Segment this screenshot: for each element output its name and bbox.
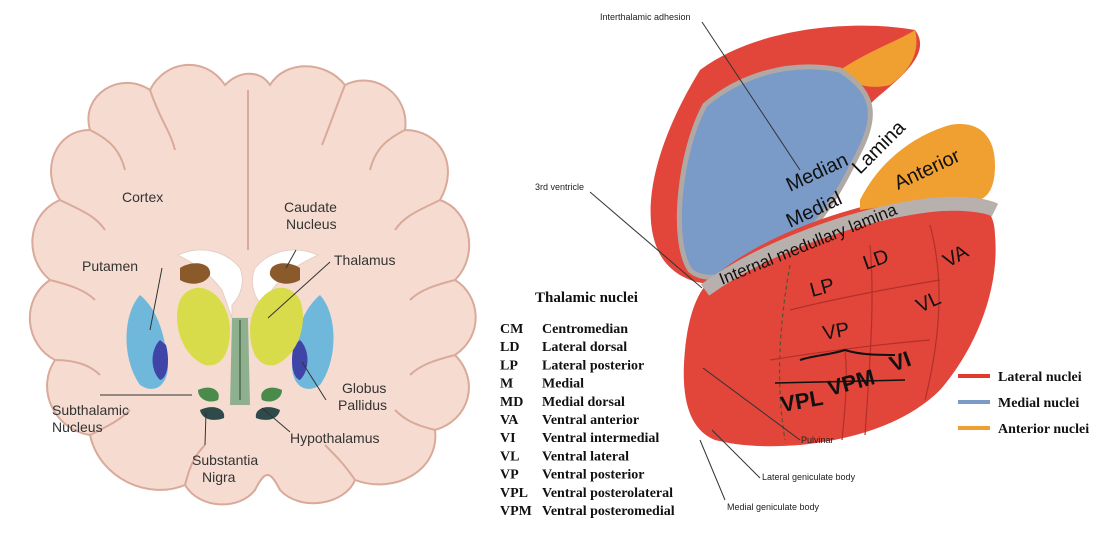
abbreviation-name: Medial dorsal	[542, 395, 625, 410]
abbreviation-name: Ventral lateral	[542, 449, 629, 464]
cortex-label: Cortex	[122, 189, 163, 205]
thalamic-nuclei-diagram: Median Medial Lamina Anterior Internal m…	[500, 12, 1089, 519]
abbreviation-name: Lateral dorsal	[542, 340, 627, 355]
abbreviation-name: Ventral posterolateral	[542, 486, 673, 501]
caudate-label: Caudate	[284, 199, 337, 215]
putamen-label: Putamen	[82, 258, 138, 274]
abbreviation-code: M	[500, 377, 513, 392]
globus-label-2: Pallidus	[338, 397, 387, 413]
abbreviation-name: Ventral posteromedial	[542, 504, 675, 519]
mgb-label: Medial geniculate body	[727, 502, 820, 512]
hypothalamus-label: Hypothalamus	[290, 430, 380, 446]
substantia-label-2: Nigra	[202, 469, 236, 485]
legend-label: Medial nuclei	[998, 396, 1079, 411]
abbreviation-name: Lateral posterior	[542, 358, 644, 373]
ventricle-label: 3rd ventricle	[535, 182, 584, 192]
abbreviation-code: VPL	[500, 486, 528, 501]
vp-label: VP	[821, 319, 851, 345]
abbreviation-name: Centromedian	[542, 322, 628, 337]
abbreviation-code: CM	[500, 322, 523, 337]
thalamus-label: Thalamus	[334, 252, 395, 268]
legend-label: Anterior nuclei	[998, 422, 1089, 437]
thalamic-nuclei-title: Thalamic nuclei	[535, 290, 638, 306]
caudate-label-2: Nucleus	[286, 216, 337, 232]
subthalamic-label-2: Nucleus	[52, 419, 103, 435]
coronal-brain-diagram: Cortex Caudate Nucleus Putamen Thalamus …	[30, 65, 476, 505]
abbreviation-code: VPM	[500, 504, 532, 519]
abbreviation-code: LD	[500, 340, 519, 355]
abbreviation-name: Medial	[542, 377, 584, 392]
globus-label: Globus	[342, 380, 386, 396]
abbreviation-code: VL	[500, 449, 519, 464]
subthalamic-label: Subthalamic	[52, 402, 129, 418]
substantia-label: Substantia	[192, 452, 258, 468]
abbreviation-name: Ventral posterior	[542, 468, 645, 483]
interthalamic-label: Interthalamic adhesion	[600, 12, 691, 22]
abbreviation-name: Ventral anterior	[542, 413, 639, 428]
abbreviation-code: MD	[500, 395, 523, 410]
pulvinar-label: Pulvinar	[801, 435, 834, 445]
abbreviation-code: VI	[500, 431, 516, 446]
abbreviation-code: LP	[500, 358, 518, 373]
legend-label: Lateral nuclei	[998, 370, 1082, 385]
abbreviation-name: Ventral intermedial	[542, 431, 659, 446]
abbreviation-code: VA	[500, 413, 519, 428]
lgb-label: Lateral geniculate body	[762, 472, 856, 482]
abbreviation-code: VP	[500, 468, 519, 483]
